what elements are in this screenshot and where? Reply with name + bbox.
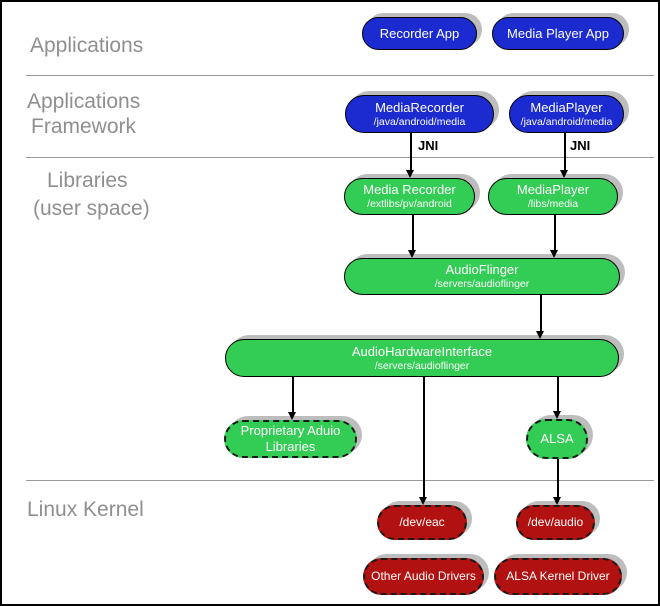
node-label: Media Player App (507, 25, 609, 41)
node-path: /java/android/media (373, 115, 466, 128)
section-label-linux-kernel: Linux Kernel (27, 497, 144, 522)
arrow-line-mediarecorder-to-audioflinger (412, 215, 414, 250)
section-label-text: Applications (30, 34, 144, 57)
node-label: MediaPlayer (530, 99, 603, 115)
node-label: Other Audio Drivers (371, 569, 476, 584)
node-path: /servers/audioflinger (374, 359, 470, 372)
node-label-line2: Libraries (265, 439, 316, 454)
node-label: ALSA Kernel Driver (506, 569, 610, 584)
node-media-player-app: Media Player App (492, 17, 624, 50)
node-path: /libs/media (527, 198, 579, 210)
node-label: /dev/eac (399, 515, 445, 530)
jni-label-left: JNI (418, 138, 439, 153)
section-label-text: Linux Kernel (27, 498, 144, 521)
node-audioflinger: AudioFlinger /servers/audioflinger (344, 258, 620, 295)
node-audiohardwareinterface: AudioHardwareInterface /servers/audiofli… (225, 339, 619, 377)
section-label-text: Framework (31, 115, 137, 138)
arrow-line-alsa-to-dev-audio (557, 459, 559, 497)
arrowhead-icon (550, 250, 558, 258)
arrow-line-mediaplayer-to-audioflinger (554, 215, 556, 250)
node-label: AudioHardwareInterface (351, 343, 493, 359)
arrowhead-icon (553, 411, 561, 419)
arrow-line-mediaplayer-jni (564, 133, 566, 170)
arrowhead-icon (406, 170, 414, 178)
node-other-audio-drivers: Other Audio Drivers (363, 558, 484, 595)
node-label: Proprietary Aduio (240, 423, 341, 439)
arrow-line-mediarecorder-jni (410, 133, 412, 170)
arrowhead-icon (553, 497, 561, 505)
node-label: Recorder App (379, 25, 460, 41)
arrow-line-hwinterface-to-alsa (557, 377, 559, 411)
node-mediaplayer-library: MediaPlayer /libs/media (488, 178, 618, 215)
section-label-text: (user space) (33, 197, 150, 220)
section-label-text: Libraries (47, 169, 128, 192)
section-label-libraries-user-space: Libraries (user space) (33, 167, 150, 223)
jni-label-right: JNI (570, 138, 591, 153)
node-path: /java/android/media (520, 115, 613, 128)
section-divider-applications (26, 75, 654, 76)
section-divider-kernel (26, 480, 654, 481)
section-label-applications-framework: Applications Framework (27, 89, 140, 139)
node-label: ALSA (540, 431, 574, 447)
node-dev-eac: /dev/eac (377, 505, 467, 540)
node-label: MediaPlayer (516, 182, 590, 198)
section-label-text: Applications (27, 90, 141, 113)
node-dev-audio: /dev/audio (516, 505, 595, 540)
node-mediarecorder-framework: MediaRecorder /java/android/media (345, 95, 494, 133)
node-mediaplayer-framework: MediaPlayer /java/android/media (509, 95, 624, 133)
section-divider-framework (26, 157, 654, 158)
node-recorder-app: Recorder App (362, 17, 477, 50)
node-path: /servers/audioflinger (434, 278, 530, 290)
node-label: /dev/audio (527, 515, 584, 530)
node-label: Media Recorder (363, 182, 456, 198)
node-label: AudioFlinger (445, 262, 519, 278)
node-path: /extlibs/pv/android (367, 198, 452, 210)
arrow-line-audioflinger-to-hwinterface (540, 295, 542, 331)
section-label-applications: Applications (30, 33, 143, 58)
arrowhead-icon (408, 250, 416, 258)
node-alsa: ALSA (526, 419, 588, 459)
node-media-recorder-library: Media Recorder /extlibs/pv/android (344, 178, 475, 215)
arrowhead-icon (419, 497, 427, 505)
arrowhead-icon (536, 331, 544, 339)
arrow-line-hwinterface-to-dev-eac (423, 377, 425, 497)
arrowhead-icon (560, 170, 568, 178)
arrow-line-hwinterface-to-proprietary (292, 377, 294, 412)
node-proprietary-audio-libraries: Proprietary Aduio Libraries (224, 420, 357, 458)
node-label: MediaRecorder (375, 99, 464, 115)
arrowhead-icon (288, 412, 296, 420)
node-alsa-kernel-driver: ALSA Kernel Driver (494, 558, 622, 595)
